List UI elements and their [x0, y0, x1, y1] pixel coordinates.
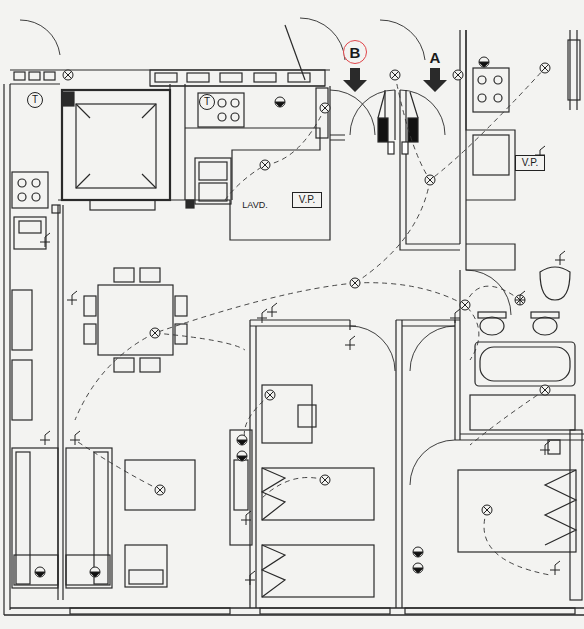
plan-label: LAVD.	[242, 201, 267, 210]
switch-symbol	[40, 431, 50, 445]
ceiling-light	[460, 300, 470, 310]
ceiling-light	[350, 278, 360, 288]
switch-symbol	[70, 431, 80, 445]
switch-symbol	[40, 233, 50, 247]
socket-symbol	[413, 563, 423, 573]
socket-symbol	[90, 567, 100, 577]
switch-symbol	[540, 441, 550, 455]
node-text: T	[32, 95, 38, 105]
circle-marker: T	[27, 92, 43, 108]
ceiling-light	[150, 328, 160, 338]
panel-box: V.P.	[292, 192, 322, 208]
switch-symbol	[67, 291, 77, 305]
switch-symbol	[345, 336, 355, 350]
ceiling-light	[540, 385, 550, 395]
socket-symbol	[275, 97, 285, 107]
socket-symbol	[479, 57, 489, 67]
ceiling-light	[155, 485, 165, 495]
panel-box: V.P.	[515, 155, 545, 171]
switch-symbol	[257, 309, 267, 323]
socket-symbol	[237, 435, 247, 445]
switch-symbol	[241, 511, 251, 525]
circle-marker: T	[199, 94, 215, 110]
ceiling-light	[63, 70, 73, 80]
socket-symbol	[35, 567, 45, 577]
switch-symbol	[267, 303, 277, 317]
ceiling-light	[425, 175, 435, 185]
ceiling-light	[482, 505, 492, 515]
switch-symbol	[555, 251, 565, 265]
node-text: V.P.	[522, 158, 539, 168]
node-text: T	[204, 97, 210, 107]
circle-marker: B	[343, 40, 367, 64]
ceiling-light	[320, 103, 330, 113]
plan-label: A	[430, 50, 441, 65]
ceiling-light	[260, 160, 270, 170]
ceiling-light	[265, 390, 275, 400]
ceiling-light	[540, 63, 550, 73]
socket-symbol	[237, 451, 247, 461]
ceiling-light	[320, 475, 330, 485]
switch-symbol	[245, 571, 255, 585]
switch-symbol	[550, 561, 560, 575]
socket-symbol	[413, 547, 423, 557]
ceiling-light	[390, 70, 400, 80]
node-text: V.P.	[299, 195, 316, 205]
node-text: B	[350, 45, 361, 60]
switch-symbol	[450, 309, 460, 323]
switch-symbol	[515, 291, 525, 305]
ceiling-light	[453, 70, 463, 80]
